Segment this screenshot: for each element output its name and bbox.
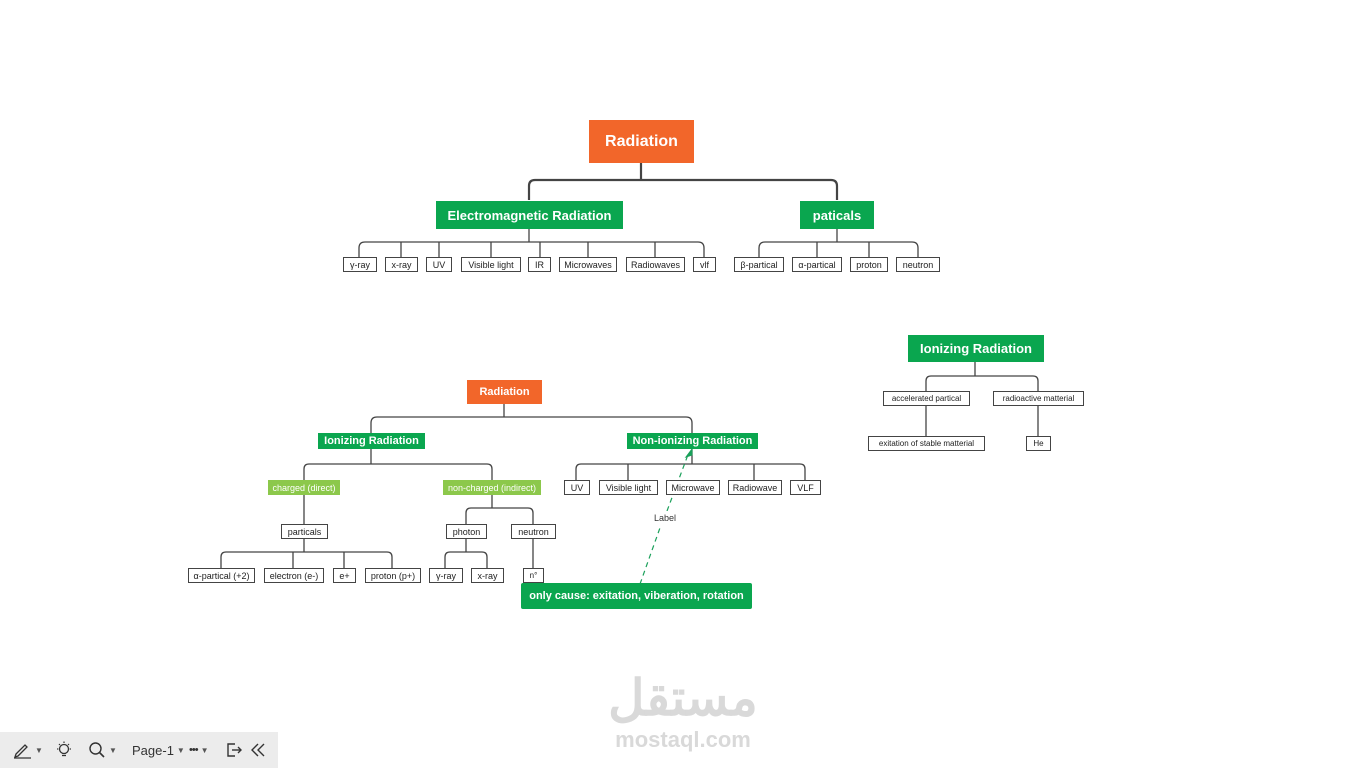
he-node[interactable]: He: [1026, 436, 1051, 451]
bottom-root-node[interactable]: Radiation: [467, 380, 542, 404]
page-label: Page-1: [132, 742, 174, 758]
non-ionizing-radiation-node[interactable]: Non-ionizing Radiation: [627, 433, 758, 449]
zoom-icon: [89, 742, 105, 758]
exit-button[interactable]: [225, 732, 243, 768]
chevron-down-icon: ▼: [200, 745, 209, 755]
ni-vlf-leaf[interactable]: VLF: [790, 480, 821, 495]
alpha-partical-leaf[interactable]: α-partical (+2): [188, 568, 255, 583]
em-leaf-visible-light[interactable]: Visible light: [461, 257, 521, 272]
callout-node[interactable]: only cause: exitation, viberation, rotat…: [521, 583, 752, 609]
charged-direct-node[interactable]: charged (direct): [268, 480, 340, 495]
chevron-down-icon: ▼: [35, 745, 43, 755]
accelerated-partical-node[interactable]: accelerated partical: [883, 391, 970, 406]
pen-icon: [13, 744, 31, 759]
ni-radiowave-leaf[interactable]: Radiowave: [728, 480, 782, 495]
particle-leaf-neutron[interactable]: neutron: [896, 257, 940, 272]
photon-node[interactable]: photon: [446, 524, 487, 539]
proton-leaf[interactable]: proton (p+): [365, 568, 421, 583]
watermark-latin: mostaql.com: [615, 727, 751, 752]
ionizing-radiation-node[interactable]: Ionizing Radiation: [318, 433, 425, 449]
chevron-down-icon: ▼: [176, 745, 185, 755]
connector-label[interactable]: Label: [648, 511, 682, 525]
gamma-ray-leaf[interactable]: γ-ray: [429, 568, 463, 583]
collapse-button[interactable]: [250, 732, 266, 768]
more-icon: •••: [189, 744, 199, 756]
em-leaf-gamma-ray[interactable]: γ-ray: [343, 257, 377, 272]
em-leaf-vlf[interactable]: vlf: [693, 257, 716, 272]
paticals-node[interactable]: paticals: [800, 201, 874, 229]
top-root-node[interactable]: Radiation: [589, 120, 694, 163]
page-selector[interactable]: Page-1 ▼: [132, 732, 185, 768]
exit-icon: [227, 743, 242, 757]
theme-button[interactable]: [55, 732, 73, 768]
ni-microwave-leaf[interactable]: Microwave: [666, 480, 720, 495]
positron-leaf[interactable]: e+: [333, 568, 356, 583]
chevron-down-icon: ▼: [109, 745, 117, 755]
bottom-particals-node[interactable]: particals: [281, 524, 328, 539]
ni-visible-light-leaf[interactable]: Visible light: [599, 480, 658, 495]
particle-leaf-beta[interactable]: β-partical: [734, 257, 784, 272]
particle-leaf-proton[interactable]: proton: [850, 257, 888, 272]
right-ionizing-root-node[interactable]: Ionizing Radiation: [908, 335, 1044, 362]
n-zero-leaf[interactable]: n°: [523, 568, 544, 583]
radioactive-matterial-node[interactable]: radioactive matterial: [993, 391, 1084, 406]
exitation-stable-node[interactable]: exitation of stable matterial: [868, 436, 985, 451]
pen-tool-button[interactable]: ▼: [12, 732, 43, 768]
em-leaf-radiowaves[interactable]: Radiowaves: [626, 257, 685, 272]
x-ray-leaf[interactable]: x-ray: [471, 568, 504, 583]
neutron-node[interactable]: neutron: [511, 524, 556, 539]
bulb-icon: [57, 741, 71, 757]
non-charged-indirect-node[interactable]: non-charged (indirect): [443, 480, 541, 495]
watermark-arabic: مستقل: [608, 670, 758, 726]
ni-uv-leaf[interactable]: UV: [564, 480, 590, 495]
collapse-icon: [251, 743, 265, 757]
em-leaf-x-ray[interactable]: x-ray: [385, 257, 418, 272]
em-radiation-node[interactable]: Electromagnetic Radiation: [436, 201, 623, 229]
bottom-toolbar: ▼ ▼ Page-1 ▼ ••• ▼: [0, 732, 278, 768]
electron-leaf[interactable]: electron (e-): [264, 568, 324, 583]
em-leaf-uv[interactable]: UV: [426, 257, 452, 272]
em-leaf-ir[interactable]: IR: [528, 257, 551, 272]
particle-leaf-alpha[interactable]: α-partical: [792, 257, 842, 272]
em-leaf-microwaves[interactable]: Microwaves: [559, 257, 617, 272]
zoom-button[interactable]: ▼: [88, 732, 117, 768]
more-options-button[interactable]: ••• ▼: [189, 732, 208, 768]
